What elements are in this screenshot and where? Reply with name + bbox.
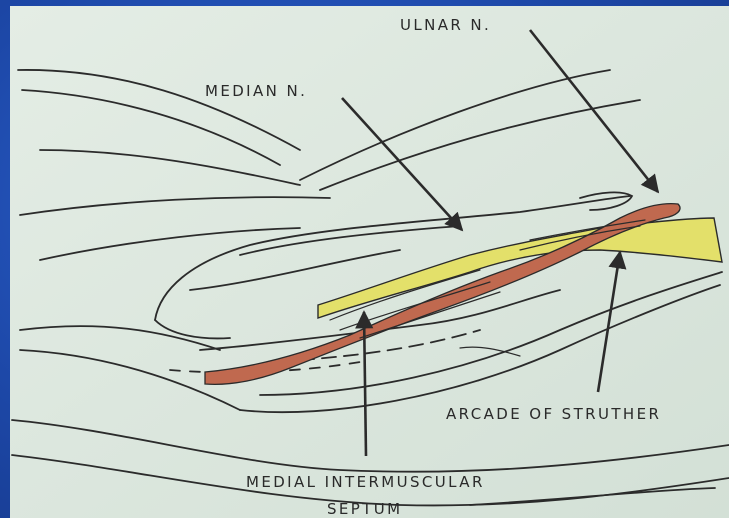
slide-paper <box>10 6 729 518</box>
arcade-of-struthers-label: ARCADE OF STRUTHER <box>446 405 661 423</box>
septum-label-line1: MEDIAL INTERMUSCULAR <box>246 473 485 491</box>
ulnar-nerve-label: ULNAR N. <box>400 16 491 34</box>
septum-label-line2: SEPTUM <box>327 500 403 518</box>
median-nerve-label: MEDIAN N. <box>205 82 307 100</box>
